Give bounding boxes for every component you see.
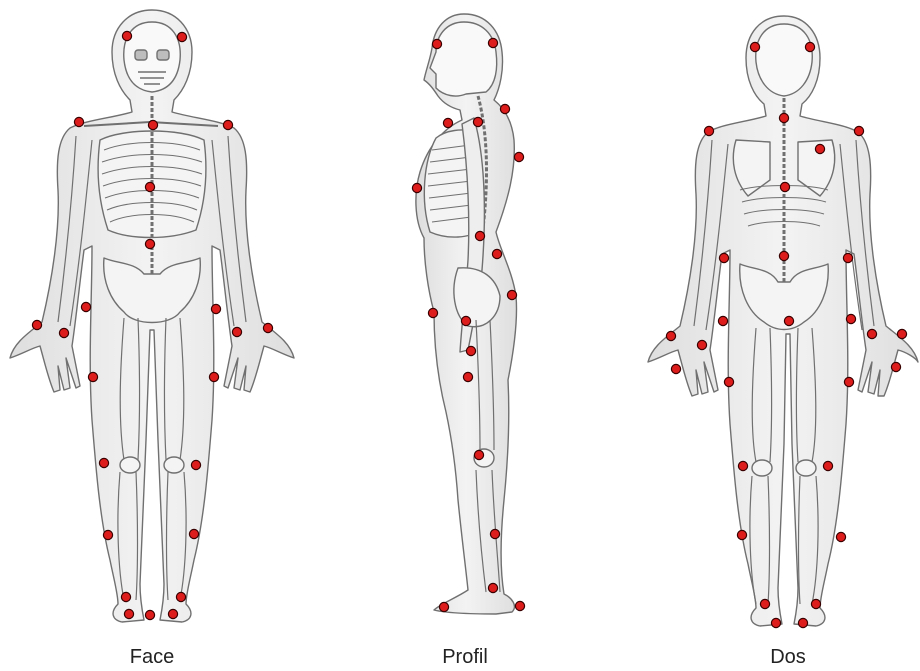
face-marker-3[interactable] — [74, 117, 83, 126]
face-marker-6[interactable] — [145, 182, 154, 191]
dos-marker-16[interactable] — [671, 364, 680, 373]
profil-marker-8[interactable] — [475, 231, 484, 240]
profil-marker-19[interactable] — [515, 601, 524, 610]
profil-marker-10[interactable] — [507, 290, 516, 299]
face-marker-21[interactable] — [176, 592, 185, 601]
dos-marker-5[interactable] — [854, 126, 863, 135]
dos-marker-18[interactable] — [897, 329, 906, 338]
dos-marker-14[interactable] — [666, 331, 675, 340]
dos-marker-11[interactable] — [718, 316, 727, 325]
face-marker-12[interactable] — [263, 323, 272, 332]
profil-marker-6[interactable] — [514, 152, 523, 161]
dos-knee-left — [752, 460, 772, 476]
caption-dos: Dos — [728, 646, 848, 669]
profil-marker-2[interactable] — [488, 38, 497, 47]
dos-marker-20[interactable] — [724, 377, 733, 386]
dos-skull — [756, 24, 813, 96]
face-marker-2[interactable] — [177, 32, 186, 41]
dos-marker-10[interactable] — [843, 253, 852, 262]
face-marker-7[interactable] — [145, 239, 154, 248]
dos-marker-27[interactable] — [811, 599, 820, 608]
dos-marker-24[interactable] — [737, 530, 746, 539]
face-marker-5[interactable] — [223, 120, 232, 129]
caption-face: Face — [92, 646, 212, 669]
face-marker-16[interactable] — [99, 458, 108, 467]
face-marker-15[interactable] — [209, 372, 218, 381]
face-marker-10[interactable] — [32, 320, 41, 329]
dos-marker-19[interactable] — [891, 362, 900, 371]
face-marker-17[interactable] — [191, 460, 200, 469]
dos-marker-21[interactable] — [844, 377, 853, 386]
face-marker-9[interactable] — [211, 304, 220, 313]
profil-marker-14[interactable] — [463, 372, 472, 381]
profil-marker-12[interactable] — [461, 316, 470, 325]
dos-marker-4[interactable] — [779, 113, 788, 122]
dos-marker-15[interactable] — [697, 340, 706, 349]
dos-marker-17[interactable] — [867, 329, 876, 338]
profil-marker-11[interactable] — [428, 308, 437, 317]
profil-marker-3[interactable] — [500, 104, 509, 113]
dos-marker-2[interactable] — [805, 42, 814, 51]
dos-marker-29[interactable] — [798, 618, 807, 627]
face-marker-8[interactable] — [81, 302, 90, 311]
face-marker-24[interactable] — [145, 610, 154, 619]
dos-marker-13[interactable] — [846, 314, 855, 323]
profil-marker-1[interactable] — [432, 39, 441, 48]
face-marker-13[interactable] — [232, 327, 241, 336]
face-marker-20[interactable] — [121, 592, 130, 601]
dos-marker-8[interactable] — [719, 253, 728, 262]
face-marker-14[interactable] — [88, 372, 97, 381]
face-marker-19[interactable] — [189, 529, 198, 538]
dos-marker-23[interactable] — [823, 461, 832, 470]
profil-marker-4[interactable] — [443, 118, 452, 127]
face-skull — [124, 22, 181, 92]
dos-marker-25[interactable] — [836, 532, 845, 541]
profil-marker-18[interactable] — [439, 602, 448, 611]
face-knee-right — [164, 457, 184, 473]
dos-knee-right — [796, 460, 816, 476]
face-knee-left — [120, 457, 140, 473]
profil-marker-5[interactable] — [473, 117, 482, 126]
profil-marker-16[interactable] — [490, 529, 499, 538]
face-marker-11[interactable] — [59, 328, 68, 337]
profil-marker-17[interactable] — [488, 583, 497, 592]
face-eye-right — [157, 50, 169, 60]
dos-marker-26[interactable] — [760, 599, 769, 608]
dos-marker-9[interactable] — [779, 251, 788, 260]
dos-marker-7[interactable] — [780, 182, 789, 191]
profil-marker-7[interactable] — [412, 183, 421, 192]
profil-marker-15[interactable] — [474, 450, 483, 459]
dos-marker-1[interactable] — [750, 42, 759, 51]
face-marker-22[interactable] — [124, 609, 133, 618]
face-view-figure — [10, 10, 294, 622]
dos-marker-12[interactable] — [784, 316, 793, 325]
face-marker-23[interactable] — [168, 609, 177, 618]
dos-marker-6[interactable] — [815, 144, 824, 153]
profil-marker-13[interactable] — [466, 346, 475, 355]
dos-marker-22[interactable] — [738, 461, 747, 470]
face-marker-4[interactable] — [148, 120, 157, 129]
dos-marker-3[interactable] — [704, 126, 713, 135]
face-marker-1[interactable] — [122, 31, 131, 40]
dos-view-figure — [648, 16, 918, 626]
caption-profil: Profil — [405, 646, 525, 669]
face-eye-left — [135, 50, 147, 60]
profil-marker-9[interactable] — [492, 249, 501, 258]
face-marker-18[interactable] — [103, 530, 112, 539]
dos-marker-28[interactable] — [771, 618, 780, 627]
